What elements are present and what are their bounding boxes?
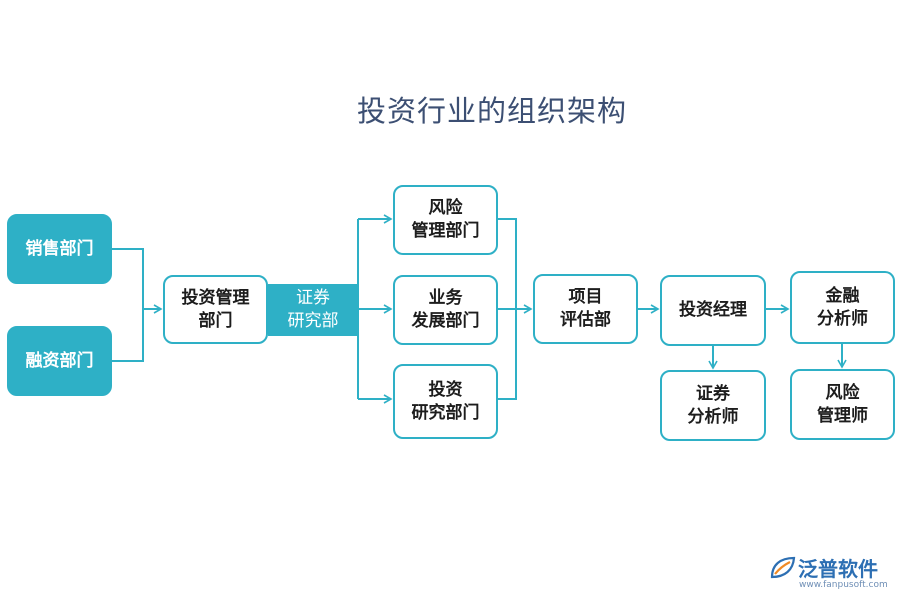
node-label-line: 证券 [296,288,330,308]
node-financing-dept: 融资部门 [7,326,112,396]
node-label-line: 研究部 [287,311,339,331]
node-sales-dept: 销售部门 [7,214,112,284]
node-project-evaluation-dept: 项目评估部 [533,274,638,344]
node-label-line: 投资经理 [679,300,747,320]
node-label-line: 投资管理 [181,287,250,308]
node-label-line: 部门 [198,310,233,331]
node-financial-analyst: 金融分析师 [790,271,895,344]
node-label-line: 管理部门 [411,221,480,241]
node-label-line: 风险 [825,382,860,403]
node-label-line: 分析师 [687,406,739,427]
node-label-line: 发展部门 [411,311,480,331]
node-investment-management-dept: 投资管理部门 [163,275,268,344]
node-label-line: 管理师 [817,405,868,426]
node-label-line: 销售部门 [25,238,94,259]
node-business-development-dept: 业务发展部门 [393,275,498,345]
node-securities-research-dept: 证券研究部 [268,284,358,336]
node-risk-manager: 风险管理师 [790,369,895,440]
brand-logo: 泛普软件 www.fanpusoft.com [769,553,897,597]
logo-leaf-icon [770,556,796,579]
node-label-line: 分析师 [817,308,868,329]
node-investment-research-dept: 投资研究部门 [393,364,498,439]
node-label-line: 风险 [428,198,463,218]
diagram-title: 投资行业的组织架构 [356,94,627,128]
node-label-line: 证券 [696,383,730,404]
node-label-line: 项目 [568,287,603,307]
node-investment-manager: 投资经理 [660,275,766,346]
node-label-line: 研究部门 [411,402,480,423]
logo-name: 泛普软件 [798,557,878,581]
logo-url: www.fanpusoft.com [799,580,888,590]
node-securities-analyst: 证券分析师 [660,370,766,441]
node-label-line: 评估部 [560,310,611,330]
node-risk-management-dept: 风险管理部门 [393,185,498,255]
link-sales [112,248,144,362]
node-label-line: 业务 [428,288,463,308]
node-label-line: 投资 [428,379,463,400]
node-label-line: 融资部门 [25,350,94,371]
node-label-line: 金融 [825,285,860,306]
